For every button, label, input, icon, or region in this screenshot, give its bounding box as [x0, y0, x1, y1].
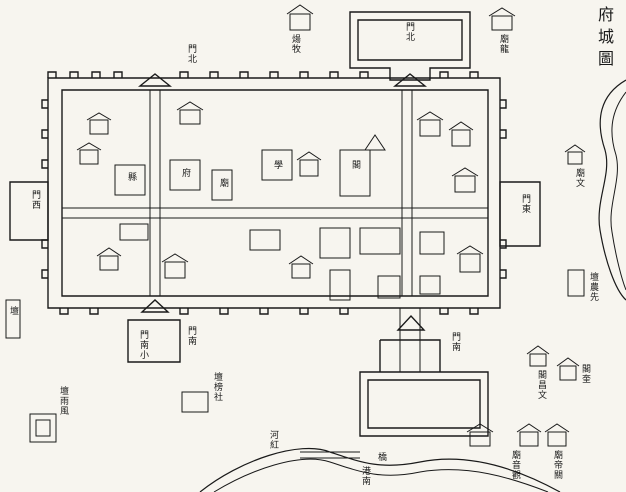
north-south-street-right	[401, 90, 413, 296]
crenellation-bottom	[59, 308, 479, 315]
label-altar-right: 壇農先	[588, 272, 598, 302]
label-county-office: 縣	[126, 172, 136, 182]
label-wenchang-temple: 閣昌文	[536, 370, 546, 400]
label-altar-bottom-left: 壇雨風	[58, 386, 68, 416]
city-wall-inner	[61, 89, 489, 297]
east-barbican	[499, 181, 541, 247]
west-barbican	[9, 181, 49, 241]
label-west-gate: 門西	[30, 190, 40, 210]
river-right-2	[610, 91, 626, 291]
south-enclosure	[359, 371, 489, 437]
north-enclosure-inner	[357, 19, 463, 61]
south-gate-tower-left	[140, 299, 170, 313]
north-south-street-left	[149, 90, 161, 296]
map-title: 府城圖	[595, 6, 614, 72]
crenellation-left	[41, 99, 48, 279]
river-bottom	[199, 447, 561, 492]
label-south-outer-gate: 門南	[450, 332, 460, 352]
city-wall-outer	[47, 77, 501, 309]
crenellation-top	[47, 71, 479, 78]
label-guandi-temple: 廟帝關	[552, 450, 562, 480]
label-small-south-gate: 門南小	[138, 330, 148, 360]
river-bottom-2	[213, 458, 549, 492]
north-enclosure	[349, 11, 471, 81]
label-temple-left: 廟	[218, 178, 228, 188]
label-altar-left: 壇	[8, 306, 18, 316]
label-temple-top-right: 廟龍	[498, 34, 508, 54]
label-prefecture: 府	[180, 168, 190, 178]
south-left-barbican	[127, 319, 181, 363]
label-top-left-house: 煬牧	[290, 34, 300, 54]
label-bridge: 橋	[376, 452, 386, 462]
north-gate-tower	[138, 73, 172, 87]
label-temple-right: 廟文	[574, 168, 584, 188]
label-south-river: 港南	[360, 466, 370, 486]
river-right	[598, 79, 626, 301]
south-enclosure-inner	[367, 379, 481, 429]
label-school: 學	[272, 160, 282, 170]
label-river: 河紅	[268, 430, 278, 450]
label-pavilion: 閣	[350, 160, 360, 170]
south-gate-tower-right	[396, 314, 426, 331]
east-west-street	[62, 207, 488, 219]
label-north-outer-gate: 門北	[404, 22, 414, 42]
bridge	[300, 451, 360, 459]
south-barbican	[379, 339, 441, 372]
label-guanyin-temple: 廟音觀	[510, 450, 520, 480]
label-altar-mid-bottom: 壇榜社	[212, 372, 222, 402]
label-kuiwen-pavilion: 閣奎	[580, 364, 590, 384]
label-east-gate: 門東	[520, 194, 530, 214]
crenellation-right	[500, 99, 507, 279]
buildings	[5, 4, 586, 447]
label-south-gate: 門南	[186, 326, 196, 346]
label-north-gate: 門北	[186, 44, 196, 64]
north-gate-tower-right	[393, 73, 427, 87]
